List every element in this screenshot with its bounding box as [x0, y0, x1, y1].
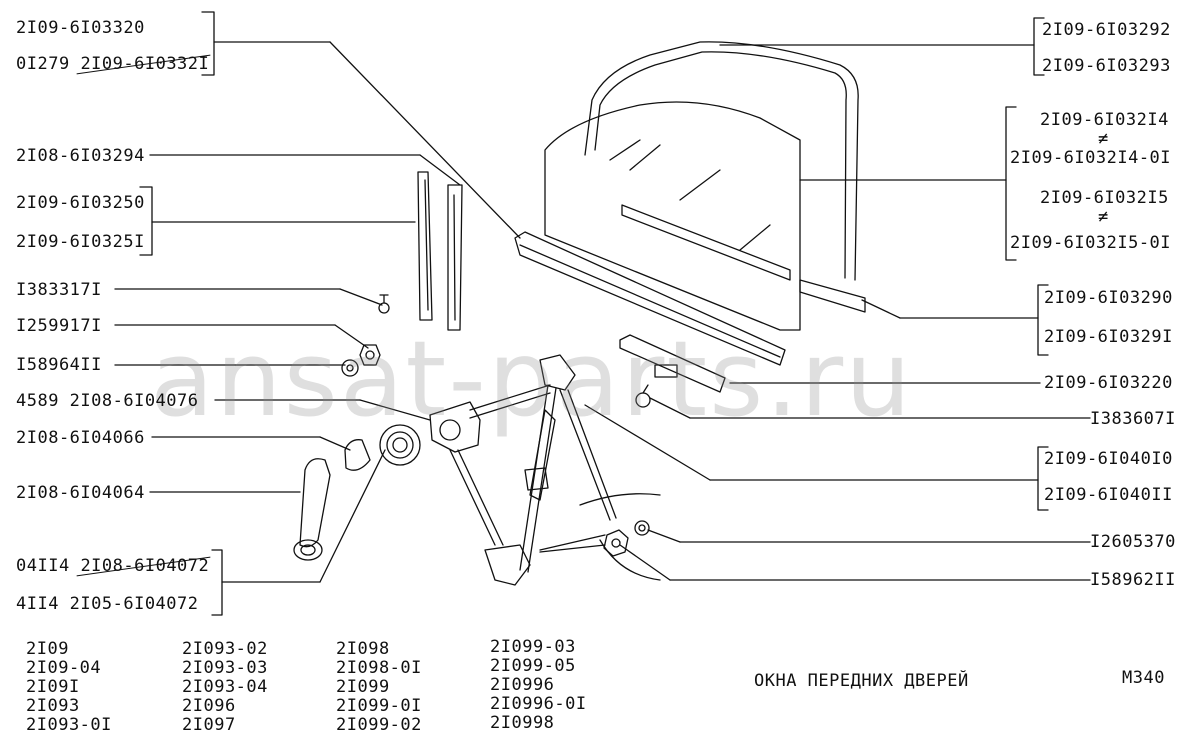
label-r5: 2I09-6I032I5: [1040, 188, 1169, 208]
model-item: 2I099-0I: [336, 696, 422, 716]
window-crank: [299, 458, 331, 548]
model-item: 2I093-03: [182, 658, 268, 678]
diagram-title: ОКНА ПЕРЕДНИХ ДВЕРЕЙ: [754, 671, 969, 691]
label-crank: 2I08-6I04064: [16, 483, 145, 503]
upper-bracket: [539, 354, 576, 391]
label-r11: 2I09-6I040I0: [1044, 449, 1173, 469]
label-prefix: 04II4: [16, 556, 70, 576]
glass-channel: [619, 334, 726, 393]
bracket-bottom-left: [211, 549, 223, 616]
label-r13: I2605370: [1090, 532, 1176, 552]
model-item: 2I093: [26, 696, 80, 716]
washer-2: [634, 520, 650, 536]
bracket-r1: [1033, 17, 1045, 76]
model-item: 2I0996: [490, 675, 555, 695]
model-item: 2I093-04: [182, 677, 268, 697]
model-list-4: 2I099-03 2I099-05 2I0996 2I0996-0I 2I099…: [490, 638, 587, 733]
label-window-seal: 2I09-6I03320: [16, 18, 145, 38]
label-washer: I58964II: [16, 355, 102, 375]
label-r12: 2I09-6I040II: [1044, 485, 1173, 505]
label-r3-note: ≠: [1098, 129, 1109, 149]
belt-molding: [514, 231, 786, 366]
label-r8: 2I09-6I0329I: [1044, 327, 1173, 347]
label-r3: 2I09-6I032I4: [1040, 110, 1169, 130]
watermark: ansat-parts.ru: [150, 318, 914, 440]
label-rosette-alt: 04II4 2I08-6I04072: [16, 556, 209, 576]
model-item: 2I096: [182, 696, 236, 716]
model-item: 2I09: [26, 639, 69, 659]
nut-2: [603, 529, 629, 557]
model-item: 2I09I: [26, 677, 80, 697]
model-item: 2I0996-0I: [490, 694, 587, 714]
model-item: 2I093-0I: [26, 715, 112, 735]
model-item: 2I099-03: [490, 637, 576, 657]
model-item: 2I099-05: [490, 656, 576, 676]
washer-1: [341, 359, 359, 377]
label-r14: I58962II: [1090, 570, 1176, 590]
label-screw: I383317I: [16, 280, 102, 300]
trim-washer: [344, 439, 371, 471]
bracket-r4: [1037, 446, 1049, 511]
nut-1: [359, 344, 381, 366]
bracket-mid-left: [139, 186, 153, 256]
bracket-r2: [1005, 106, 1017, 261]
model-item: 2I099-02: [336, 715, 422, 735]
label-trim: 2I08-6I04066: [16, 428, 145, 448]
model-item: 2I099: [336, 677, 390, 697]
label-rail-seal: 2I08-6I03294: [16, 146, 145, 166]
bracket-r3: [1037, 284, 1049, 356]
label-struck: 2I08-6I04072: [80, 556, 210, 576]
label-r5-note: ≠: [1098, 207, 1109, 227]
guide-rail-2: [447, 184, 463, 331]
label-r7: 2I09-6I03290: [1044, 288, 1173, 308]
handle-rosette: [379, 424, 421, 466]
model-item: 2I093-02: [182, 639, 268, 659]
label-rail-2: 2I09-6I0325I: [16, 232, 145, 252]
label-rail-1: 2I09-6I03250: [16, 193, 145, 213]
guide-rail-1: [417, 171, 433, 321]
label-prefix: 0I279: [16, 54, 70, 74]
model-item: 2I098-0I: [336, 658, 422, 678]
model-item: 2I0998: [490, 713, 555, 733]
label-r4: 2I09-6I032I4-0I: [1010, 148, 1172, 168]
model-list-2: 2I093-02 2I093-03 2I093-04 2I096 2I097: [182, 640, 268, 735]
label-r1: 2I09-6I03292: [1042, 20, 1171, 40]
label-r9: 2I09-6I03220: [1044, 373, 1173, 393]
model-list-1: 2I09 2I09-04 2I09I 2I093 2I093-0I: [26, 640, 112, 735]
label-r6: 2I09-6I032I5-0I: [1010, 233, 1172, 253]
screw: [378, 302, 390, 314]
label-regulator: 4589 2I08-6I04076: [16, 391, 199, 411]
model-item: 2I097: [182, 715, 236, 735]
door-glass: [544, 101, 801, 331]
window-frame-seal: [584, 41, 859, 281]
label-struck: 2I09-6I0332I: [80, 54, 210, 74]
label-r2: 2I09-6I03293: [1042, 56, 1171, 76]
label-window-seal-alt: 0I279 2I09-6I0332I: [16, 54, 209, 74]
bracket-top-left: [201, 11, 215, 76]
label-rosette: 4II4 2I05-6I04072: [16, 594, 199, 614]
model-item: 2I098: [336, 639, 390, 659]
regulator-motor: [429, 401, 481, 453]
label-r10: I383607I: [1090, 409, 1176, 429]
model-item: 2I09-04: [26, 658, 102, 678]
model-list-3: 2I098 2I098-0I 2I099 2I099-0I 2I099-02: [336, 640, 422, 735]
sheet-code: М340: [1122, 668, 1165, 688]
lower-bracket: [484, 544, 531, 586]
label-nut: I259917I: [16, 316, 102, 336]
